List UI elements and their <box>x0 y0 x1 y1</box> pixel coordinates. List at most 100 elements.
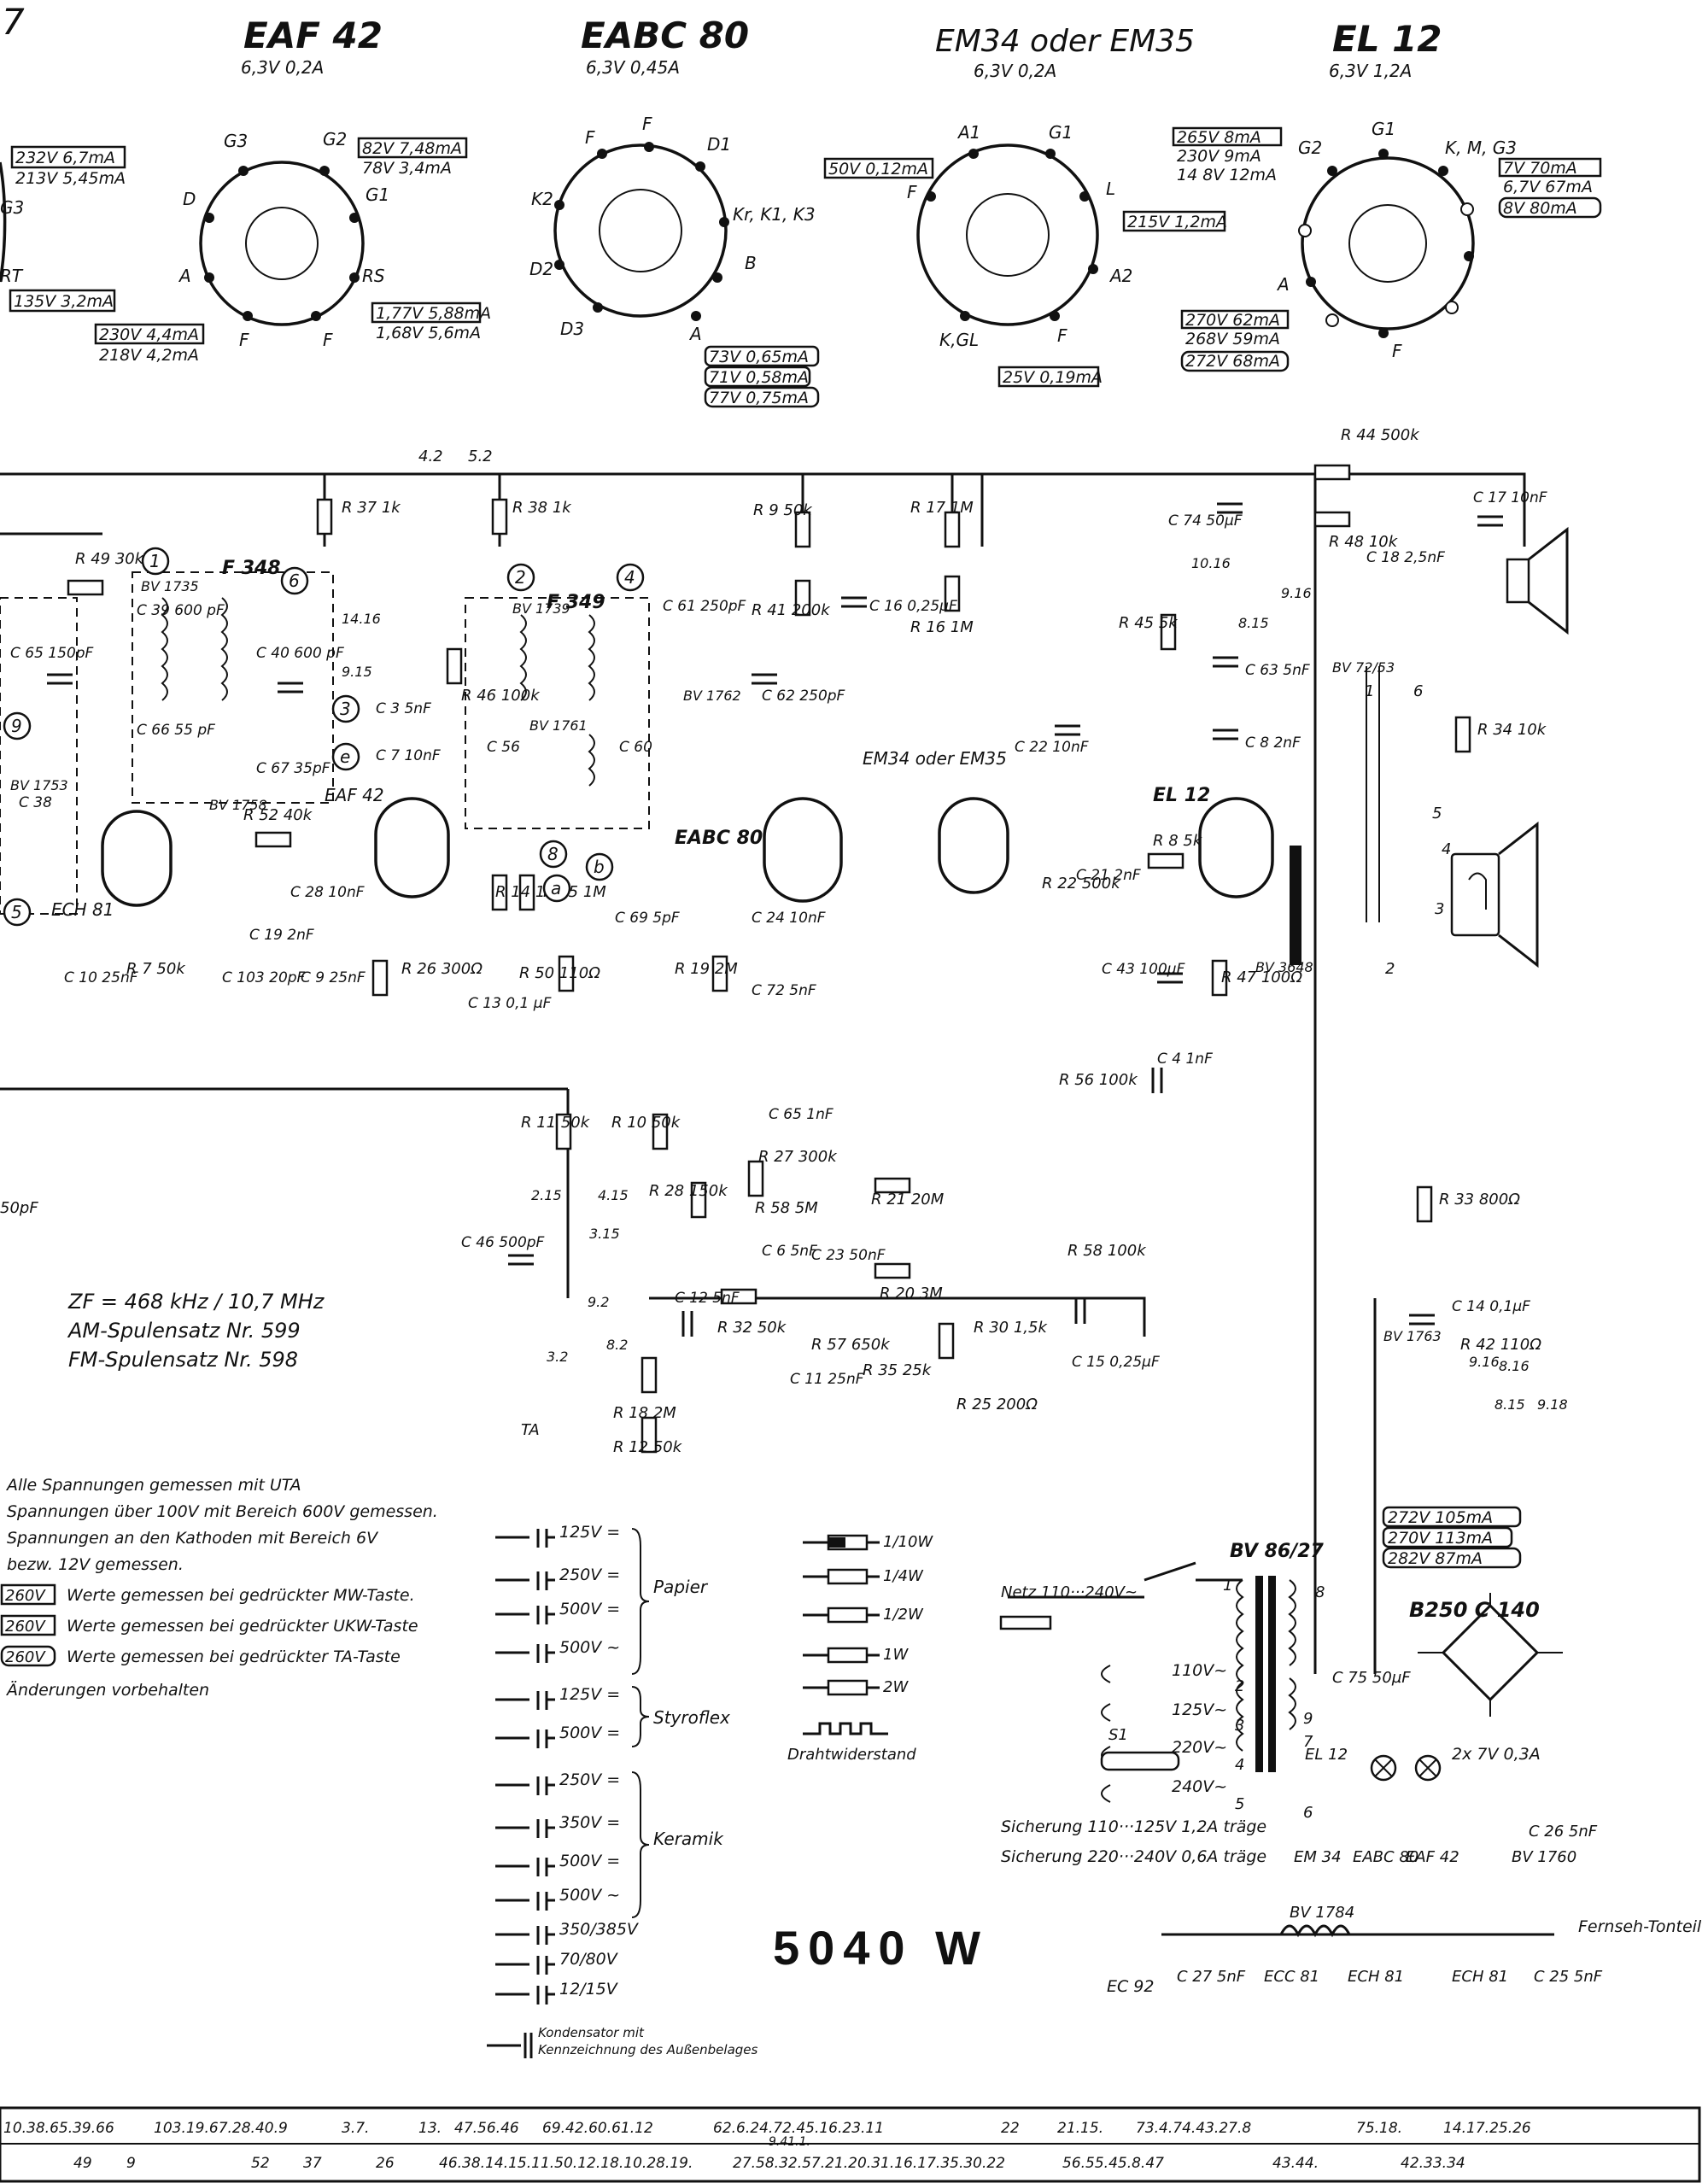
speaker-icon <box>1506 526 1569 635</box>
svg-text:ECC 81: ECC 81 <box>1264 1968 1319 1986</box>
svg-text:C 38: C 38 <box>19 794 52 811</box>
svg-text:1W: 1W <box>883 1646 909 1664</box>
svg-text:Kr, K1, K3: Kr, K1, K3 <box>733 204 816 225</box>
svg-text:10.38.65.39.66: 10.38.65.39.66 <box>3 2120 114 2137</box>
svg-text:C 15 0,25µF: C 15 0,25µF <box>1072 1354 1160 1371</box>
svg-text:125V =: 125V = <box>559 1523 620 1542</box>
svg-text:5.2: 5.2 <box>468 448 493 465</box>
svg-text:270V 113mA: 270V 113mA <box>1388 1529 1493 1548</box>
svg-text:ECH 81: ECH 81 <box>1348 1968 1404 1986</box>
svg-text:R 37 1k: R 37 1k <box>342 499 401 517</box>
svg-text:R 47 100Ω: R 47 100Ω <box>1221 969 1302 986</box>
svg-text:C 27 5nF: C 27 5nF <box>1177 1968 1246 1986</box>
svg-text:260V: 260V <box>5 1648 46 1666</box>
svg-text:9.16: 9.16 <box>1281 585 1312 601</box>
svg-text:BV 3648: BV 3648 <box>1255 959 1313 975</box>
svg-text:G2: G2 <box>323 129 347 149</box>
svg-text:62.6.24.72.45.16.23.11: 62.6.24.72.45.16.23.11 <box>713 2120 884 2137</box>
svg-text:Drahtwiderstand: Drahtwiderstand <box>787 1746 916 1764</box>
svg-text:8: 8 <box>1315 1583 1325 1601</box>
svg-text:L: L <box>1106 179 1115 199</box>
svg-text:D2: D2 <box>529 259 553 279</box>
speaker-icon-2 <box>1450 821 1539 969</box>
svg-text:C 75 50µF: C 75 50µF <box>1332 1669 1411 1687</box>
svg-text:220V~: 220V~ <box>1172 1738 1227 1757</box>
svg-text:6,7V 67mA: 6,7V 67mA <box>1503 178 1593 196</box>
svg-text:a: a <box>551 878 561 898</box>
svg-text:Keramik: Keramik <box>653 1829 724 1849</box>
svg-text:350V =: 350V = <box>559 1813 620 1832</box>
svg-text:5: 5 <box>1432 805 1442 822</box>
svg-text:F: F <box>907 182 917 202</box>
partial-reading-3: 135V 3,2mA <box>14 292 114 311</box>
svg-text:1,77V 5,88mA: 1,77V 5,88mA <box>376 304 491 323</box>
partial-pin-g3: G3 <box>0 197 24 218</box>
svg-text:EL 12: EL 12 <box>1305 1746 1348 1764</box>
svg-text:C 6 5nF: C 6 5nF <box>762 1243 817 1260</box>
svg-text:Papier: Papier <box>653 1577 709 1597</box>
svg-text:C 14 0,1µF: C 14 0,1µF <box>1452 1298 1530 1315</box>
svg-text:14 8V 12mA: 14 8V 12mA <box>1177 166 1277 184</box>
svg-text:C 16 0,25µF: C 16 0,25µF <box>869 598 957 615</box>
svg-text:1/10W: 1/10W <box>883 1533 933 1551</box>
parts-table: 10.38.65.39.66 103.19.67.28.40.9 3.7. 13… <box>0 2106 1701 2183</box>
svg-text:B: B <box>745 253 757 273</box>
svg-text:C 22 10nF: C 22 10nF <box>1015 739 1089 756</box>
svg-text:EAF 42: EAF 42 <box>325 785 384 805</box>
svg-text:9.18: 9.18 <box>1537 1396 1568 1413</box>
svg-text:EABC 80: EABC 80 <box>1353 1848 1418 1866</box>
tube-el12-name: EL 12 <box>1332 18 1442 60</box>
svg-text:R 32 50k: R 32 50k <box>717 1319 787 1337</box>
tube-eaf42-pinout: EAF 42 6,3V 0,2A G3 G2 G1 D A F F RS 82V… <box>94 15 491 365</box>
svg-text:R 52 40k: R 52 40k <box>243 806 313 824</box>
svg-text:C 12 5nF: C 12 5nF <box>675 1290 740 1307</box>
svg-text:272V 105mA: 272V 105mA <box>1388 1508 1493 1527</box>
svg-text:R 19 2M: R 19 2M <box>675 960 738 978</box>
partial-reading-2: 213V 5,45mA <box>15 169 126 188</box>
svg-text:1: 1 <box>1223 1577 1232 1595</box>
svg-text:R 56 100k: R 56 100k <box>1059 1071 1138 1089</box>
svg-text:2.15: 2.15 <box>531 1187 562 1203</box>
svg-text:BV 1753: BV 1753 <box>10 777 68 793</box>
svg-text:265V 8mA: 265V 8mA <box>1177 128 1261 147</box>
circuit-tubes: EAF 42 EABC 80 EM34 oder EM35 EL 12 ECH … <box>51 748 1274 920</box>
svg-text:Alle Spannungen gemessen mit U: Alle Spannungen gemessen mit UTA <box>5 1476 301 1495</box>
svg-text:9.15: 9.15 <box>342 664 372 680</box>
tube-eabc80-rating: 6,3V 0,45A <box>586 57 680 78</box>
svg-text:R 49 30k: R 49 30k <box>75 550 145 568</box>
partial-tube-pinout: 7 G3 RT 232V 6,7mA 213V 5,45mA 135V 3,2m… <box>0 1 126 313</box>
svg-text:RS: RS <box>362 266 385 286</box>
svg-text:TA: TA <box>521 1421 540 1439</box>
svg-text:R 22 500k: R 22 500k <box>1042 875 1121 893</box>
svg-text:A1: A1 <box>956 122 980 143</box>
svg-text:37: 37 <box>303 2155 322 2172</box>
svg-text:21.15.: 21.15. <box>1057 2120 1103 2137</box>
svg-text:ECH 81: ECH 81 <box>1452 1968 1508 1986</box>
svg-text:25V 0,19mA: 25V 0,19mA <box>1003 368 1103 387</box>
partial-reading-1: 232V 6,7mA <box>15 149 115 167</box>
legend-elko: 350/385V 70/80V 12/15V Kondensator mit K… <box>487 1920 758 2058</box>
svg-text:Fernseh-Tonteil: Fernseh-Tonteil <box>1578 1917 1702 1936</box>
svg-text:500V =: 500V = <box>559 1852 620 1870</box>
svg-text:3.2: 3.2 <box>547 1349 568 1365</box>
svg-text:F: F <box>642 114 652 134</box>
power-supply: BV 86/27 B250 C 140 Netz 110···240V~ S1 … <box>999 1506 1702 1996</box>
svg-text:F: F <box>323 330 333 350</box>
svg-text:R 26 300Ω: R 26 300Ω <box>401 960 483 978</box>
svg-text:Änderungen vorbehalten: Änderungen vorbehalten <box>5 1680 209 1700</box>
svg-text:71V 0,58mA: 71V 0,58mA <box>709 368 809 387</box>
svg-text:14.17.25.26: 14.17.25.26 <box>1443 2120 1531 2137</box>
svg-text:BV 1784: BV 1784 <box>1290 1904 1354 1922</box>
component-legend: 125V = 250V = 500V = 500V ~ Papier 125V … <box>487 1523 933 2058</box>
svg-text:3.15: 3.15 <box>589 1226 620 1242</box>
svg-text:6: 6 <box>289 571 300 591</box>
svg-text:C 13 0,1 µF: C 13 0,1 µF <box>468 995 552 1012</box>
svg-text:1: 1 <box>1365 682 1374 700</box>
svg-text:70/80V: 70/80V <box>559 1950 619 1969</box>
svg-text:bezw. 12V gemessen.: bezw. 12V gemessen. <box>7 1555 184 1574</box>
note-zf: ZF = 468 kHz / 10,7 MHz <box>67 1290 325 1314</box>
svg-text:2: 2 <box>515 567 526 588</box>
svg-text:R 21 20M: R 21 20M <box>871 1191 945 1209</box>
svg-text:3: 3 <box>340 699 351 719</box>
main-schematic: F 348 F 349 EAF 42 EABC 80 EM34 oder EM3… <box>0 426 1569 1674</box>
